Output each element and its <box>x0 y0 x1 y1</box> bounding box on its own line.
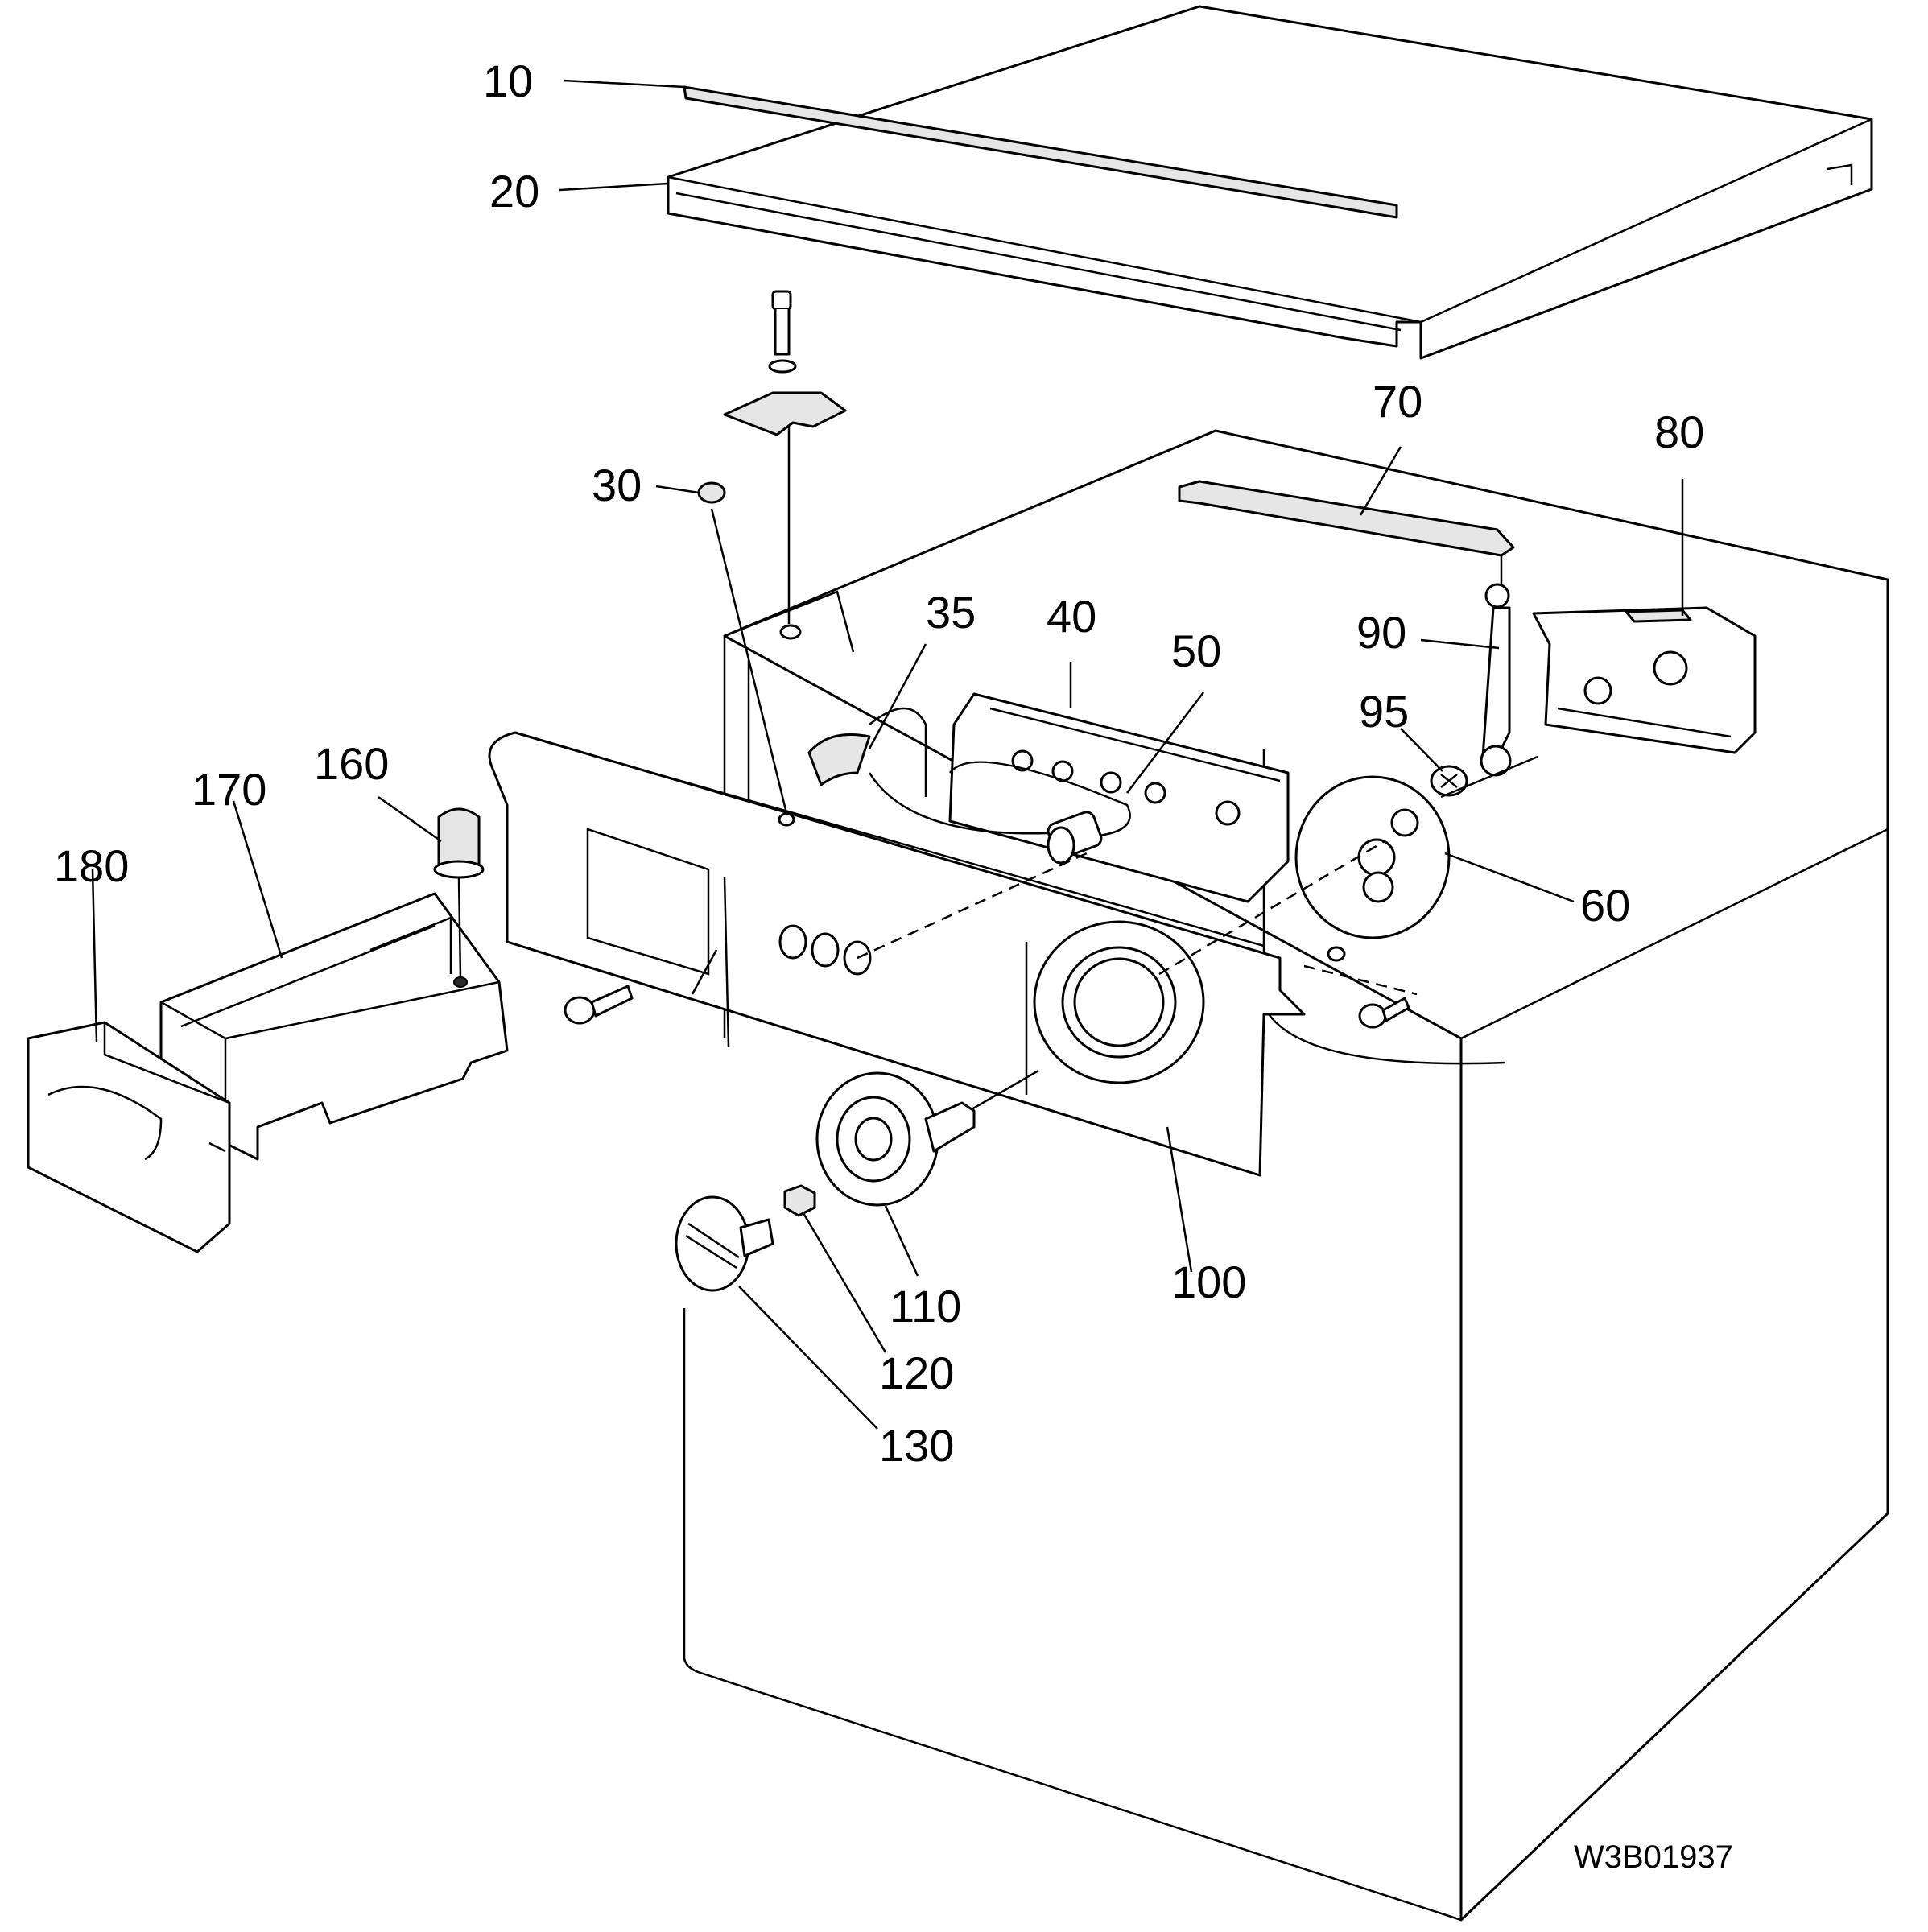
callout-10: 10 <box>483 56 533 106</box>
callout-160: 160 <box>314 738 389 789</box>
wire-sensor-part-35 <box>807 733 1047 835</box>
drawing-code: W3B01937 <box>1574 1839 1733 1875</box>
top-lid <box>667 5 1873 360</box>
knob-part-130 <box>675 1195 774 1292</box>
cap-part-30 <box>697 481 788 814</box>
nut-part-120 <box>783 1184 816 1217</box>
callout-180: 180 <box>54 840 129 891</box>
panel-screws <box>564 946 1410 1029</box>
callout-110: 110 <box>890 1281 961 1331</box>
control-board <box>948 692 1290 903</box>
callout-60: 60 <box>1580 880 1630 931</box>
callout-35: 35 <box>926 587 976 638</box>
callout-40: 40 <box>1047 591 1096 642</box>
callout-labels: 10 20 30 35 40 50 60 70 80 90 95 100 110… <box>54 56 1704 1471</box>
callout-130: 130 <box>879 1420 954 1471</box>
top-strip <box>683 85 1398 219</box>
callout-90: 90 <box>1356 607 1406 658</box>
callout-30: 30 <box>592 460 642 510</box>
drawer-front-part-180 <box>27 1021 231 1253</box>
callout-80: 80 <box>1654 407 1704 457</box>
cabinet-body <box>683 429 1889 1922</box>
front-panel-part-100 <box>488 731 1306 1177</box>
callout-170: 170 <box>192 764 266 815</box>
lid-bracket-screw <box>723 290 847 624</box>
knob-base-part-110 <box>815 1071 976 1207</box>
bracket-part-80 <box>1532 606 1757 754</box>
callout-95: 95 <box>1359 686 1409 737</box>
cap-part-160 <box>433 807 485 979</box>
lever-part-90 <box>1480 583 1512 777</box>
screw-part-95 <box>1430 755 1538 799</box>
callout-50: 50 <box>1171 625 1221 676</box>
switch-part-50 <box>1047 811 1103 865</box>
callout-100: 100 <box>1171 1257 1246 1307</box>
leader-lines <box>91 79 1684 1430</box>
callout-20: 20 <box>489 166 539 217</box>
callout-120: 120 <box>879 1348 954 1398</box>
dial-housing-part-60 <box>1294 775 1451 939</box>
callout-70: 70 <box>1373 376 1422 427</box>
